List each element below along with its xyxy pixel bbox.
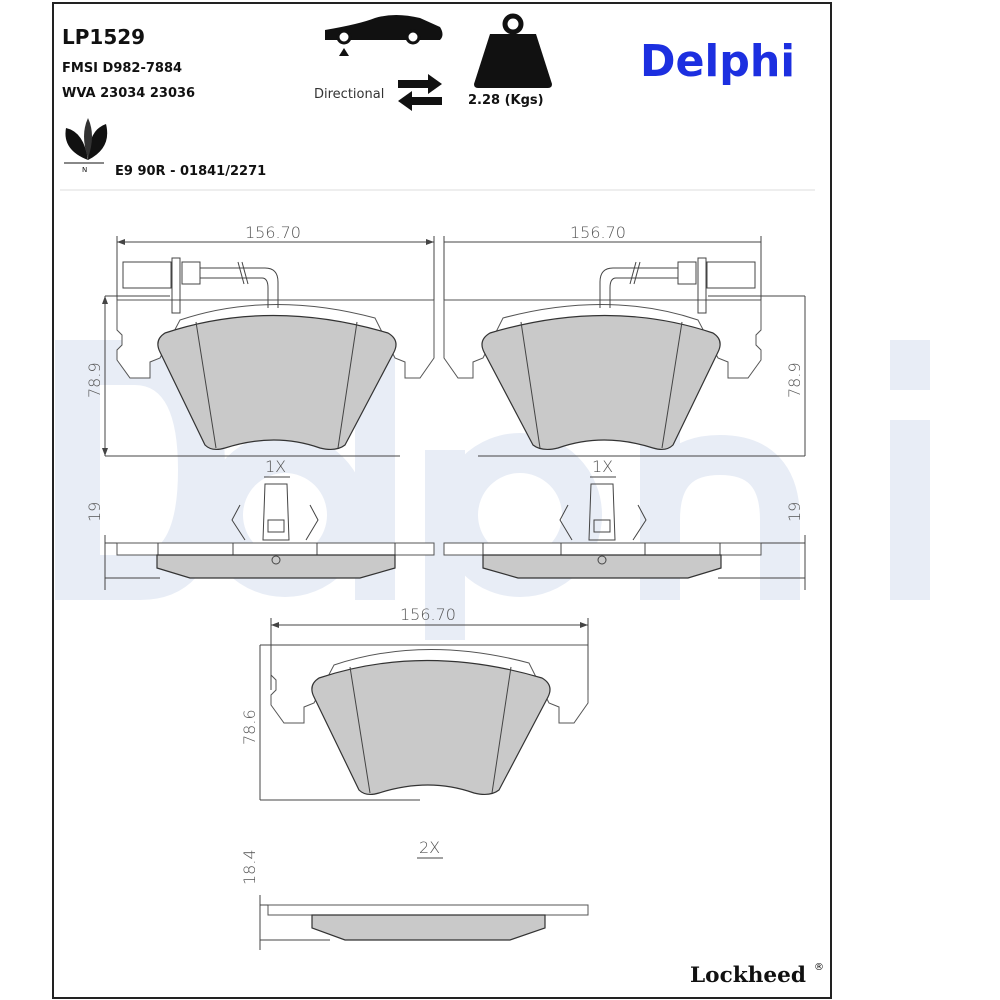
qty-label: 2X (419, 838, 440, 857)
registered-mark: ® (814, 962, 824, 973)
pad-bottom: 156.70 78.6 2X 18.4 (240, 605, 589, 950)
weight-icon (474, 13, 552, 88)
pad-top-left: 156.70 78.9 1X 19 (85, 223, 435, 590)
weight-value: 2.28 (Kgs) (468, 93, 544, 108)
dim-thickness: 19 (85, 502, 104, 522)
dim-thickness: 18.4 (240, 849, 259, 885)
eco-leaf-icon: N (64, 118, 108, 174)
dim-thickness: 19 (785, 502, 804, 522)
wva-code: WVA 23034 23036 (62, 86, 195, 101)
sheet-frame (52, 2, 832, 999)
car-axle-icon (325, 15, 443, 56)
lockheed-logo: Lockheed (690, 962, 806, 987)
directional-arrows-icon (398, 74, 442, 111)
part-number: LP1529 (62, 25, 145, 49)
dim-width: 156.70 (245, 223, 301, 242)
pad-top-right: 156.70 78.9 1X 19 (443, 223, 806, 590)
directional-label: Directional (314, 87, 384, 102)
dim-width: 156.70 (400, 605, 456, 624)
qty-label: 1X (592, 457, 613, 476)
dim-height: 78.9 (85, 362, 104, 398)
fmsi-code: FMSI D982-7884 (62, 61, 182, 76)
dim-width: 156.70 (570, 223, 626, 242)
delphi-logo: Delphi (640, 36, 795, 87)
dim-height: 78.9 (785, 362, 804, 398)
dim-height: 78.6 (240, 709, 259, 745)
approval-code: E9 90R - 01841/2271 (115, 164, 266, 179)
eco-letter: N (82, 166, 87, 174)
qty-label: 1X (265, 457, 286, 476)
